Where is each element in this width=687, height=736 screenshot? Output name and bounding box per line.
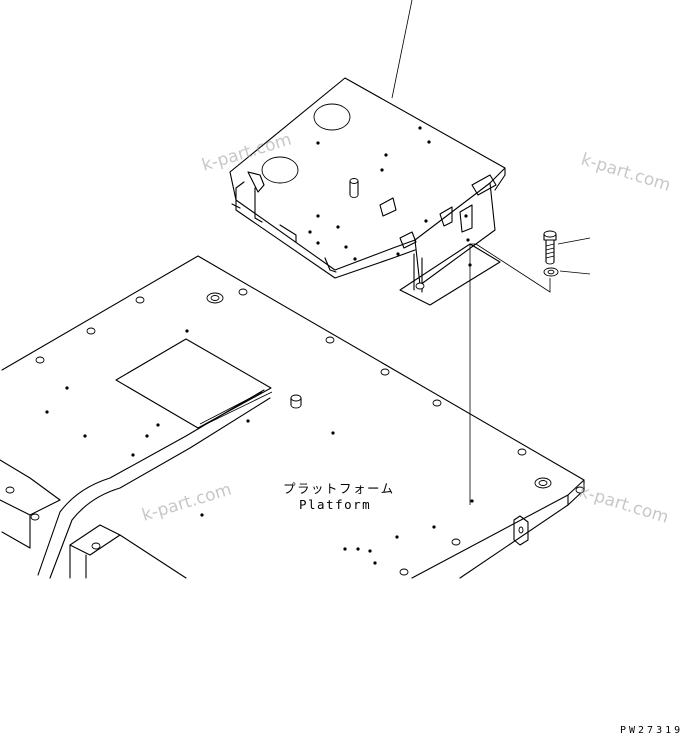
platform-plate [0, 255, 585, 579]
platform-label-english: Platform [299, 497, 371, 512]
watermark: k-part.com [579, 150, 673, 196]
watermark: k-part.com [577, 482, 671, 528]
watermark: k-part.com [140, 480, 234, 526]
platform-label-japanese: プラットフォーム [283, 481, 395, 496]
leader-lines [391, 0, 591, 505]
control-box-bracket [229, 77, 506, 306]
mounting-washer [543, 267, 559, 277]
platform-holes [5, 288, 585, 576]
mounting-bolt [543, 230, 557, 265]
drawing-code: PW27319 [620, 725, 683, 736]
